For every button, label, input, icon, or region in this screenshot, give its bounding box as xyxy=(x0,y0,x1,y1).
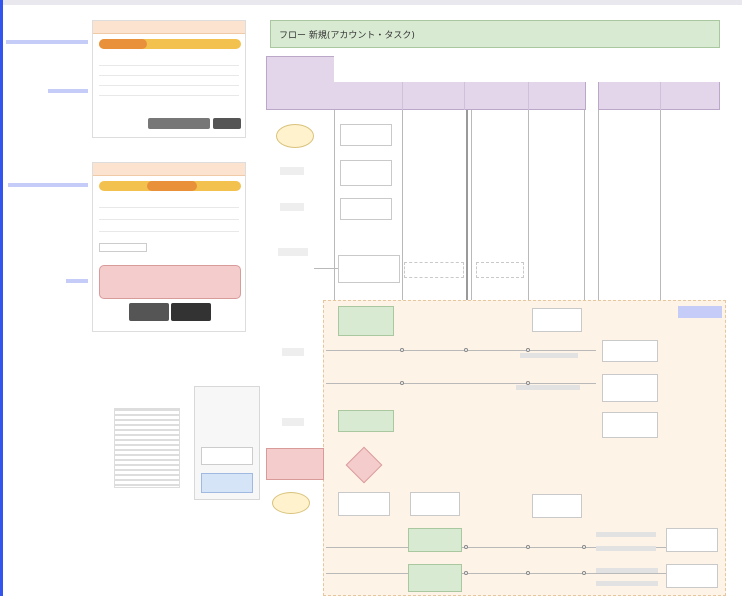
lane-divider xyxy=(528,82,529,110)
message-label xyxy=(516,385,580,390)
form-card-2-tabs[interactable] xyxy=(99,181,241,191)
process-box[interactable] xyxy=(602,374,658,402)
annotation-link-2[interactable] xyxy=(48,89,88,93)
green-process-box[interactable] xyxy=(408,564,462,592)
connector xyxy=(326,547,666,548)
form-card-2-back-button[interactable] xyxy=(129,303,169,321)
lane-divider xyxy=(402,82,403,110)
form-card-2-input[interactable] xyxy=(99,243,147,252)
error-process-box[interactable] xyxy=(266,448,324,480)
connector-node xyxy=(526,571,530,575)
end-node[interactable] xyxy=(272,492,310,514)
window-left-edge xyxy=(0,0,3,596)
action-label xyxy=(282,348,304,356)
process-box[interactable] xyxy=(602,412,658,438)
process-box[interactable] xyxy=(404,262,464,278)
connector-node xyxy=(464,348,468,352)
window-top-bar xyxy=(0,0,742,5)
diagram-title: フロー 新規(アカウント・タスク) xyxy=(270,20,720,48)
form-card-1-header xyxy=(93,21,245,34)
connector-node xyxy=(400,348,404,352)
connector-node xyxy=(464,545,468,549)
connector xyxy=(326,350,596,351)
form-card-1-tabs[interactable] xyxy=(99,39,241,49)
action-label xyxy=(282,418,304,426)
connector xyxy=(314,268,338,269)
connector-node xyxy=(526,381,530,385)
form-card-2-next-button[interactable] xyxy=(171,303,211,321)
lane-group-header-1-top xyxy=(334,56,586,82)
process-box[interactable] xyxy=(340,160,392,186)
start-node[interactable] xyxy=(276,124,314,148)
form-card-1-row xyxy=(99,65,239,66)
process-box[interactable] xyxy=(340,124,392,146)
form-card-1-row xyxy=(99,95,239,96)
connector-node xyxy=(582,545,586,549)
process-box[interactable] xyxy=(338,492,390,516)
lane-divider xyxy=(464,82,465,110)
form-card-2-error-box xyxy=(99,265,241,299)
form-card-1-row xyxy=(99,85,239,86)
process-box[interactable] xyxy=(532,494,582,518)
document-thumbnail-2 xyxy=(194,386,260,500)
annotation-link-3[interactable] xyxy=(8,183,88,187)
message-label xyxy=(520,353,578,358)
process-box[interactable] xyxy=(340,198,392,220)
green-process-box[interactable] xyxy=(338,410,394,432)
annotation-link-4[interactable] xyxy=(66,279,88,283)
action-label xyxy=(280,203,304,211)
connector-node xyxy=(400,381,404,385)
process-box[interactable] xyxy=(338,255,400,283)
connector xyxy=(326,383,596,384)
connector-node xyxy=(582,571,586,575)
form-card-1-primary-button[interactable] xyxy=(213,118,241,129)
form-card-2-row xyxy=(99,207,239,208)
process-box[interactable] xyxy=(532,308,582,332)
process-box[interactable] xyxy=(666,564,718,588)
form-card-2-row xyxy=(99,219,239,220)
form-card-2-header xyxy=(93,163,245,176)
message-label xyxy=(596,532,656,537)
document-thumbnail-1 xyxy=(114,408,180,488)
message-label xyxy=(596,568,658,573)
connector-node xyxy=(526,545,530,549)
message-label xyxy=(596,581,658,586)
lane-group-header-2-top xyxy=(598,56,720,82)
zone-annotation-link[interactable] xyxy=(678,306,722,318)
action-label xyxy=(280,167,304,175)
highlight-zone xyxy=(323,300,726,596)
form-card-2-row xyxy=(99,231,239,232)
document-2-highlight-box xyxy=(201,473,253,493)
form-card-1-secondary-button[interactable] xyxy=(148,118,210,129)
process-box[interactable] xyxy=(476,262,524,278)
form-card-2-active-tab[interactable] xyxy=(147,181,197,191)
form-card-1 xyxy=(92,20,246,138)
lane-divider xyxy=(660,82,661,110)
connector-node xyxy=(526,348,530,352)
form-card-1-active-tab[interactable] xyxy=(99,39,147,49)
process-box[interactable] xyxy=(410,492,460,516)
annotation-link-1[interactable] xyxy=(6,40,88,44)
message-label xyxy=(596,546,656,551)
form-card-2 xyxy=(92,162,246,332)
process-box[interactable] xyxy=(666,528,718,552)
form-card-1-row xyxy=(99,75,239,76)
green-process-box[interactable] xyxy=(338,306,394,336)
connector xyxy=(326,573,666,574)
action-label xyxy=(278,248,308,256)
green-process-box[interactable] xyxy=(408,528,462,552)
process-box[interactable] xyxy=(602,340,658,362)
document-2-box xyxy=(201,447,253,465)
connector-node xyxy=(464,571,468,575)
